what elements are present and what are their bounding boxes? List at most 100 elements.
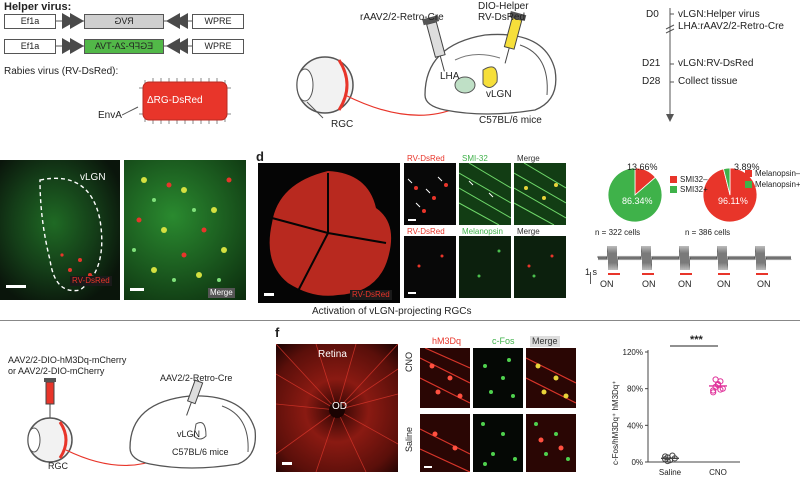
on-label-4: ON [717,279,731,289]
timeline-d0-text-1: vLGN:Helper virus [678,9,760,20]
egfp-tva-gene: EGFP-2A-TVA [84,39,164,54]
f-od-label: OD [332,401,347,412]
d-r2-red [404,236,456,298]
merge-micrograph [124,160,246,300]
whole-retina-label: RV-DsRed [350,290,392,300]
d-r1-label-1: RV-DsRed [407,154,445,163]
e-rgc-label: RGC [48,461,68,471]
rgc-label: RGC [331,119,354,130]
x-label-cno: CNO [709,468,727,477]
y-tick-label-1: 40% [627,421,643,430]
y-tick-label-2: 80% [627,385,643,394]
panel-f-letter: f [275,325,280,340]
scatter-ylabel: c-Fos/hM3Dq⁺ hM3Dq⁺ [611,380,620,465]
on-label-1: ON [600,279,614,289]
cfos-scatter-chart: 0% 40% 80% 120% Saline CNO [623,345,740,477]
legend2-item-1: Melanopsin– [755,169,800,178]
e-virus-line1: AAV2/2-DIO-hM3Dq-mCherry [8,355,127,365]
y-tick-label-0: 0% [631,458,643,467]
ef1a-promoter-1: Ef1a [4,14,56,29]
enva-label: EnvA [98,110,122,121]
rv-dsred-label: RV-DsRed [478,12,526,23]
e-vlgn-label: vLGN [177,429,201,439]
f-col-label-2: c-Fos [492,336,515,346]
legend1-item-2: SMI32+ [680,185,708,194]
f-row-label-1: CNO [404,352,414,372]
legend1-item-1: SMI32– [680,175,708,184]
f-cno-green [473,348,523,408]
trace-line [597,245,792,271]
f-cno-red [420,348,470,408]
cno-point-6 [710,389,717,396]
y-tick-label-3: 120% [623,348,643,357]
timeline-d21-text: vLGN:RV-DsRed [678,58,754,69]
f-retina-label: Retina [318,349,347,360]
pie2-value-label-2: 3.89% [734,162,760,172]
spike-trace [590,245,792,284]
f-saline-green [473,414,523,472]
d-r2-label-3: Merge [517,227,540,236]
cno-point-8 [714,381,722,389]
d-r2-green [459,236,511,298]
on-label-5: ON [757,279,771,289]
trace-scale: 1 s [585,267,598,277]
d-r2-label-2: Melanopsin [462,227,503,236]
section-title: Activation of vLGN-projecting RGCs [312,306,472,317]
timeline-d0: D0 [646,9,659,20]
e-virus-line2: or AAV2/2-DIO-mCherry [8,366,105,376]
c-merge-label: Merge [208,288,235,298]
d-r1-red [404,163,456,225]
d-r2-label-1: RV-DsRed [407,227,445,236]
d-r2-merge [514,236,566,298]
mouse-label: C57BL/6 mice [479,115,542,126]
dio-helper-label: DIO-Helper [478,1,529,12]
timeline-d0-text-2: LHA:rAAV2/2-Retro-Cre [678,21,784,32]
panel-d-letter: d [256,149,264,164]
pie-charts [607,167,758,223]
enva-pointer [122,106,139,116]
pie1-value-label-2: 86.34% [622,196,653,206]
f-saline-red [420,414,470,472]
timeline-d21: D21 [642,58,661,69]
legend1-swatch-green [670,186,677,193]
wpre-2: WPRE [192,39,244,54]
retro-cre-label: rAAV2/2-Retro-Cre [360,12,444,23]
pie1-value-label-1: 13.66% [627,162,658,172]
pie2-value-label-1: 96.11% [718,196,748,206]
x-label-saline: Saline [659,468,682,477]
cno-point-7 [712,376,719,383]
rabies-core-label: ΔRG-DsRed [147,95,203,106]
scatter-axes [647,350,740,463]
pie2-n: n = 386 cells [685,228,731,237]
lha-label: LHA [440,71,460,82]
on-label-2: ON [642,279,656,289]
legend2-item-2: Melanopsin+ [755,180,800,189]
cno-point-9 [717,386,724,393]
d-r1-label-2: SMI-32 [462,154,488,163]
vlgn-label: vLGN [486,89,512,100]
f-cno-merge [526,348,576,408]
whole-retina-micrograph [258,163,400,303]
timeline-axis [665,8,675,122]
pie-smi32 [607,167,663,223]
saline-point-6 [662,453,669,460]
d-r1-green [459,163,511,225]
rabies-virus-label: Rabies virus (RV-DsRed): [4,66,119,77]
e-schematic [27,378,257,469]
pie1-n: n = 322 cells [595,228,641,237]
e-mouse-label: C57BL/6 mice [172,447,229,457]
ef1a-promoter-2: Ef1a [4,39,56,54]
f-col-label-1: hM3Dq [432,336,462,346]
timeline-d28-text: Collect tissue [678,76,738,87]
f-row-label-2: Saline [404,426,414,452]
d-r1-label-3: Merge [517,154,540,163]
pie2-slice-2 [722,167,731,196]
rvg-gene: RVG [84,14,164,29]
scatter-significance: *** [690,334,703,346]
section-divider [0,320,800,321]
f-retina-micrograph [276,344,398,472]
e-retro-label: AAV2/2-Retro-Cre [160,373,233,383]
c-channel-label: RV-DsRed [70,276,112,286]
legend1-swatch-red [670,176,677,183]
injection-schematic [296,11,557,119]
